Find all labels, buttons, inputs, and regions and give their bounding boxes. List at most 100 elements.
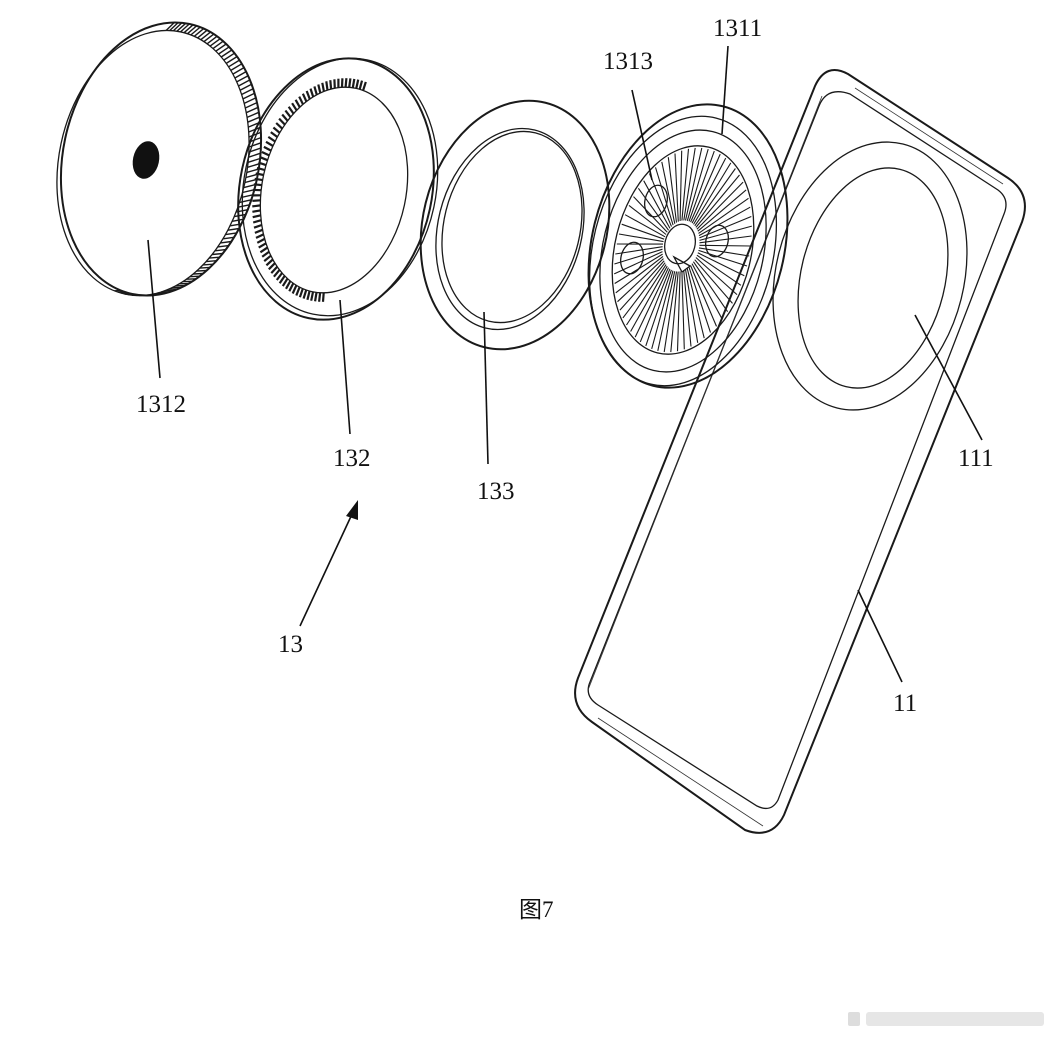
tooth <box>302 289 308 299</box>
knurled-edge <box>114 21 262 297</box>
fin <box>643 180 671 229</box>
tooth <box>288 282 295 292</box>
knurl-mark <box>193 28 205 37</box>
fin <box>614 248 663 265</box>
fin <box>691 157 727 224</box>
knurl-mark <box>180 23 190 33</box>
knurl-mark <box>238 79 251 87</box>
tooth <box>298 96 304 105</box>
tooth <box>306 290 311 301</box>
tooth <box>284 109 292 118</box>
fin <box>663 271 678 353</box>
tooth <box>252 214 261 219</box>
leader-lines <box>147 45 983 683</box>
tooth <box>321 292 325 302</box>
tooth <box>291 284 298 294</box>
knurl-mark <box>172 22 183 32</box>
knurl-mark <box>196 269 207 272</box>
tooth <box>263 145 272 152</box>
knurl-mark <box>236 75 249 83</box>
tooth <box>348 78 352 88</box>
tooth <box>285 280 292 290</box>
tooth <box>268 262 276 271</box>
label-1313: 1313 <box>603 48 653 75</box>
label-111: 111 <box>958 445 994 472</box>
fin <box>689 265 718 327</box>
fin <box>619 260 665 311</box>
knurl-mark <box>206 35 218 45</box>
knurl-mark <box>165 21 175 32</box>
fin <box>615 246 663 255</box>
tooth <box>310 291 315 301</box>
label-132: 132 <box>333 445 371 472</box>
knurl-mark <box>218 46 230 55</box>
knurl-mark <box>225 232 237 236</box>
tooth <box>358 80 364 90</box>
lens-bracket <box>587 103 789 389</box>
heat-fins <box>613 147 752 353</box>
knurl-mark <box>229 223 242 227</box>
tooth <box>261 151 270 157</box>
tooth <box>270 265 279 274</box>
knurl-mark <box>246 168 259 174</box>
fin <box>690 153 721 223</box>
fin <box>688 266 712 333</box>
knurl-mark <box>247 157 261 163</box>
knurl-mark <box>247 116 260 123</box>
knurl-mark <box>189 275 200 278</box>
fin <box>637 187 670 231</box>
weibo-watermark-icon <box>848 1012 1044 1026</box>
fin <box>661 161 676 224</box>
fin <box>693 162 732 225</box>
tooth <box>255 233 264 239</box>
knurl-mark <box>206 260 217 263</box>
tooth <box>309 88 315 98</box>
fin <box>686 148 709 221</box>
fin <box>697 189 747 232</box>
knurl-mark <box>183 24 194 34</box>
tooth <box>298 288 304 298</box>
fin <box>657 271 676 352</box>
figure-caption: 图7 <box>519 897 554 922</box>
fin <box>617 258 664 303</box>
assembly-arrow <box>299 500 358 627</box>
rotating-ring <box>237 57 439 321</box>
fin <box>681 148 690 221</box>
label-11: 11 <box>893 690 917 717</box>
knurl-mark <box>237 204 250 208</box>
knurl-mark <box>247 163 260 168</box>
knurl-mark <box>239 83 252 91</box>
fin <box>622 262 666 319</box>
knurl-mark <box>202 263 214 266</box>
fin <box>615 255 664 294</box>
knurl-mark <box>212 252 223 256</box>
tooth <box>256 237 266 244</box>
fin <box>699 235 752 244</box>
lens-cover <box>56 21 263 297</box>
tooth <box>278 117 286 126</box>
knurl-mark <box>209 38 221 47</box>
knurl-mark <box>243 97 257 105</box>
knurl-mark <box>243 183 256 189</box>
camera-hole <box>132 141 160 179</box>
knurl-mark <box>244 178 258 184</box>
tooth <box>275 272 283 281</box>
fin <box>686 268 705 339</box>
fin <box>699 225 752 241</box>
label-13: 13 <box>278 631 303 658</box>
fin <box>613 251 663 275</box>
fin <box>684 147 703 221</box>
fin <box>670 271 679 353</box>
knurl-mark <box>248 152 261 158</box>
fin <box>698 197 749 234</box>
knurl-mark <box>242 92 255 100</box>
knurl-mark <box>241 88 254 96</box>
fin <box>628 204 667 235</box>
knurl-mark <box>245 101 258 109</box>
tooth <box>291 102 298 111</box>
knurl-mark <box>214 248 226 252</box>
knurl-mark <box>228 59 240 68</box>
tooth <box>259 246 269 254</box>
knurl-mark <box>200 31 211 41</box>
